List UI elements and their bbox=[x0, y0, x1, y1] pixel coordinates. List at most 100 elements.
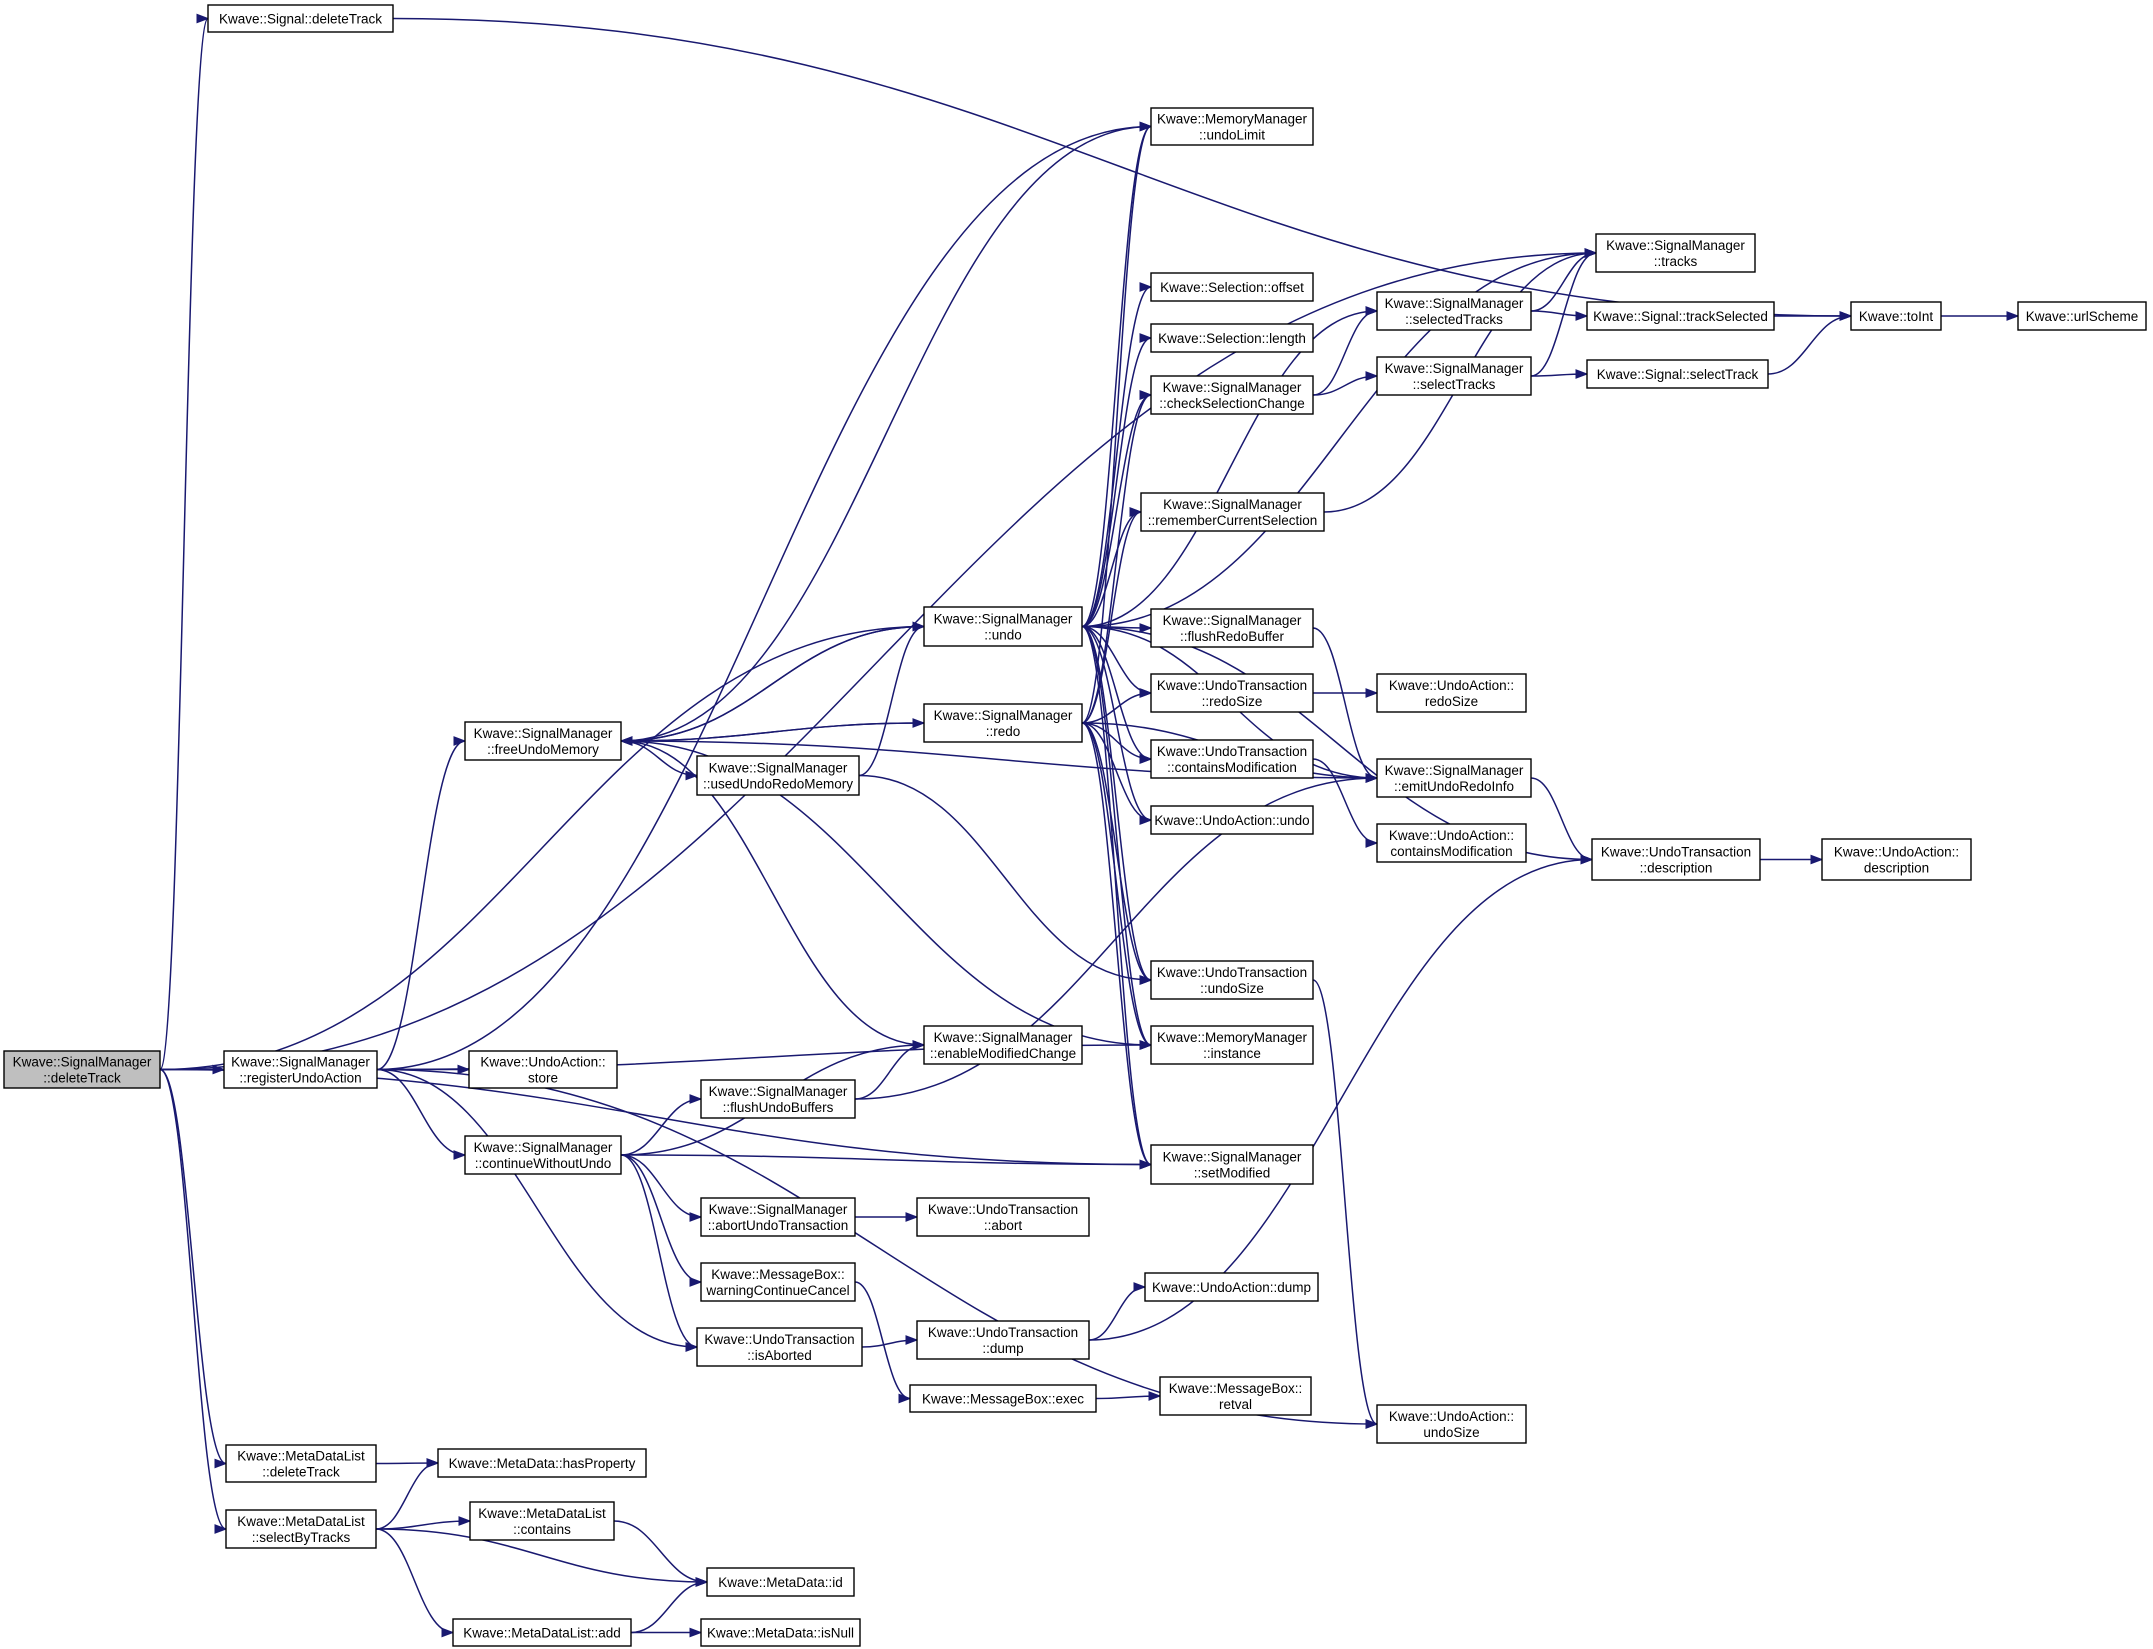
node-mdl_add[interactable]: Kwave::MetaDataList::add bbox=[452, 1618, 632, 1647]
edge-sm_undo-to-mm_instance bbox=[1081, 625, 1152, 1046]
node-label-line-1: Kwave::UndoTransaction bbox=[1157, 744, 1307, 759]
node-ua_description[interactable]: Kwave::UndoAction::description bbox=[1821, 838, 1972, 881]
node-sig_trackSelected[interactable]: Kwave::Signal::trackSelected bbox=[1586, 301, 1775, 331]
node-mb_retval[interactable]: Kwave::MessageBox::retval bbox=[1159, 1376, 1312, 1416]
node-sm_selectTracks[interactable]: Kwave::SignalManager::selectTracks bbox=[1376, 356, 1532, 396]
node-ut_redoSize[interactable]: Kwave::UndoTransaction::redoSize bbox=[1150, 673, 1314, 713]
node-label-line-2: ::abortUndoTransaction bbox=[708, 1218, 849, 1233]
node-sm_usedMem[interactable]: Kwave::SignalManager::usedUndoRedoMemory bbox=[696, 755, 860, 796]
node-sm_selectedTracks[interactable]: Kwave::SignalManager::selectedTracks bbox=[1376, 291, 1532, 331]
node-sm_undo[interactable]: Kwave::SignalManager::undo bbox=[923, 606, 1083, 647]
node-md_isNull[interactable]: Kwave::MetaData::isNull bbox=[700, 1618, 861, 1647]
node-ua_undoSize[interactable]: Kwave::UndoAction::undoSize bbox=[1376, 1404, 1527, 1444]
node-label-line-1: Kwave::MetaDataList bbox=[237, 1448, 365, 1463]
node-sig_selectTrack[interactable]: Kwave::Signal::selectTrack bbox=[1586, 359, 1769, 389]
node-box bbox=[1376, 823, 1527, 863]
arrowhead-root-to-mdl_selectByTracks bbox=[214, 1524, 228, 1534]
node-sm_redo[interactable]: Kwave::SignalManager::redo bbox=[923, 703, 1083, 743]
node-box bbox=[916, 1197, 1090, 1237]
edge-root-to-mdl_deleteTrack bbox=[159, 1068, 227, 1465]
node-mm_instance[interactable]: Kwave::MemoryManager::instance bbox=[1150, 1025, 1314, 1065]
node-sel_length[interactable]: Kwave::Selection::length bbox=[1150, 323, 1314, 353]
node-ut_containsMod[interactable]: Kwave::UndoTransaction::containsModifica… bbox=[1150, 739, 1314, 779]
node-ua_redoSize[interactable]: Kwave::UndoAction::redoSize bbox=[1376, 673, 1527, 713]
node-box bbox=[1150, 1025, 1314, 1065]
node-mb_warning[interactable]: Kwave::MessageBox::warningContinueCancel bbox=[700, 1262, 856, 1302]
node-sm_emitUndoRedo[interactable]: Kwave::SignalManager::emitUndoRedoInfo bbox=[1376, 758, 1532, 798]
node-sm_flushRedo[interactable]: Kwave::SignalManager::flushRedoBuffer bbox=[1150, 608, 1314, 648]
node-ut_dump[interactable]: Kwave::UndoTransaction::dump bbox=[916, 1320, 1090, 1360]
node-mdl_contains[interactable]: Kwave::MetaDataList::contains bbox=[469, 1501, 615, 1541]
edge-sm_undo-to-ut_redoSize bbox=[1081, 625, 1152, 694]
edge-mdl_contains-to-md_id bbox=[613, 1520, 708, 1583]
node-label-line-2: ::checkSelectionChange bbox=[1159, 396, 1305, 411]
node-mdl_selectByTracks[interactable]: Kwave::MetaDataList::selectByTracks bbox=[225, 1509, 377, 1549]
node-label-line-1: Kwave::SignalManager bbox=[474, 726, 613, 741]
node-box bbox=[923, 703, 1083, 743]
node-mm_undoLimit[interactable]: Kwave::MemoryManager::undoLimit bbox=[1150, 107, 1314, 146]
node-sig_deleteTrack[interactable]: Kwave::Signal::deleteTrack bbox=[207, 4, 394, 33]
node-box bbox=[1150, 673, 1314, 713]
node-sm_registerUndo[interactable]: Kwave::SignalManager::registerUndoAction bbox=[223, 1050, 378, 1089]
edge-sm_flushRedo-to-sm_emitUndoRedo bbox=[1312, 627, 1378, 779]
node-label-line-2: ::selectTracks bbox=[1413, 377, 1496, 392]
node-ut_isAborted[interactable]: Kwave::UndoTransaction::isAborted bbox=[696, 1327, 863, 1367]
node-label-line-1: Kwave::Signal::selectTrack bbox=[1597, 367, 1759, 382]
node-toInt[interactable]: Kwave::toInt bbox=[1850, 301, 1942, 331]
edge-sm_registerUndo-to-ut_isAborted bbox=[376, 1068, 698, 1348]
arrowhead-sm_usedMem-to-ut_undoSize bbox=[1139, 975, 1153, 985]
node-sm_setModified[interactable]: Kwave::SignalManager::setModified bbox=[1150, 1144, 1314, 1185]
node-label-line-2: containsModification bbox=[1390, 844, 1512, 859]
edge-sm_usedMem-to-sm_undo bbox=[858, 625, 925, 777]
edge-sm_selectTracks-to-sm_tracks bbox=[1530, 252, 1597, 377]
node-md_hasProperty[interactable]: Kwave::MetaData::hasProperty bbox=[437, 1448, 647, 1478]
edge-sm_undo-to-sm_setModified bbox=[1081, 625, 1152, 1166]
edge-sm_freeUndo-to-mm_undoLimit bbox=[620, 125, 1152, 742]
edge-sm_freeUndo-to-sm_usedMem bbox=[620, 740, 698, 777]
node-ua_store[interactable]: Kwave::UndoAction::store bbox=[468, 1050, 618, 1089]
node-label-line-2: ::redo bbox=[986, 724, 1021, 739]
edge-sm_undo-to-ua_undo bbox=[1081, 625, 1152, 821]
node-sm_abortUndo[interactable]: Kwave::SignalManager::abortUndoTransacti… bbox=[700, 1197, 856, 1237]
node-label-line-1: Kwave::SignalManager bbox=[231, 1054, 370, 1069]
node-box bbox=[207, 4, 394, 33]
node-mb_exec[interactable]: Kwave::MessageBox::exec bbox=[909, 1384, 1097, 1413]
node-sm_freeUndo[interactable]: Kwave::SignalManager::freeUndoMemory bbox=[464, 721, 622, 761]
node-ut_undoSize[interactable]: Kwave::UndoTransaction::undoSize bbox=[1150, 960, 1314, 1000]
node-md_id[interactable]: Kwave::MetaData::id bbox=[706, 1567, 855, 1597]
node-box bbox=[1376, 291, 1532, 331]
node-sm_enableMod[interactable]: Kwave::SignalManager::enableModifiedChan… bbox=[923, 1025, 1083, 1065]
node-ua_dump[interactable]: Kwave::UndoAction::dump bbox=[1144, 1272, 1319, 1302]
node-ut_description[interactable]: Kwave::UndoTransaction::description bbox=[1591, 838, 1761, 881]
node-label-line-1: Kwave::MetaDataList bbox=[478, 1506, 606, 1521]
node-sel_offset[interactable]: Kwave::Selection::offset bbox=[1150, 272, 1314, 302]
edge-root-to-sig_deleteTrack bbox=[159, 17, 209, 1071]
node-label-line-1: Kwave::SignalManager bbox=[934, 611, 1073, 626]
node-box bbox=[464, 721, 622, 761]
node-box bbox=[1150, 1144, 1314, 1185]
node-ut_abort[interactable]: Kwave::UndoTransaction::abort bbox=[916, 1197, 1090, 1237]
arrowhead-sm_selectTracks-to-sig_selectTrack bbox=[1575, 369, 1589, 379]
node-sm_flushUndo[interactable]: Kwave::SignalManager::flushUndoBuffers bbox=[700, 1079, 856, 1119]
node-box bbox=[469, 1501, 615, 1541]
node-label-line-1: Kwave::MessageBox:: bbox=[711, 1267, 845, 1282]
node-label-line-1: Kwave::SignalManager bbox=[1385, 296, 1524, 311]
node-urlScheme[interactable]: Kwave::urlScheme bbox=[2017, 301, 2147, 331]
node-mdl_deleteTrack[interactable]: Kwave::MetaDataList::deleteTrack bbox=[225, 1444, 377, 1483]
node-box bbox=[923, 606, 1083, 647]
node-label-line-1: Kwave::SignalManager bbox=[1163, 1149, 1302, 1164]
node-sm_rememberSel[interactable]: Kwave::SignalManager::rememberCurrentSel… bbox=[1140, 492, 1325, 532]
node-ua_containsMod[interactable]: Kwave::UndoAction::containsModification bbox=[1376, 823, 1527, 863]
node-sm_continue[interactable]: Kwave::SignalManager::continueWithoutUnd… bbox=[464, 1135, 622, 1175]
root-node-box bbox=[3, 1050, 161, 1089]
node-label-line-1: Kwave::SignalManager bbox=[1163, 497, 1302, 512]
node-label-line-1: Kwave::SignalManager bbox=[934, 1030, 1073, 1045]
nodes-layer: Kwave::SignalManager::deleteTrackKwave::… bbox=[3, 4, 2147, 1647]
arrowhead-mb_warning-to-mb_exec bbox=[898, 1393, 912, 1404]
node-root[interactable]: Kwave::SignalManager::deleteTrack bbox=[3, 1050, 161, 1089]
node-sm_tracks[interactable]: Kwave::SignalManager::tracks bbox=[1595, 233, 1756, 273]
arrowhead-mdl_add-to-md_isNull bbox=[689, 1627, 703, 1638]
node-label-line-1: Kwave::SignalManager bbox=[709, 760, 848, 775]
node-ua_undo[interactable]: Kwave::UndoAction::undo bbox=[1150, 805, 1314, 835]
node-sm_checkSel[interactable]: Kwave::SignalManager::checkSelectionChan… bbox=[1150, 375, 1314, 415]
